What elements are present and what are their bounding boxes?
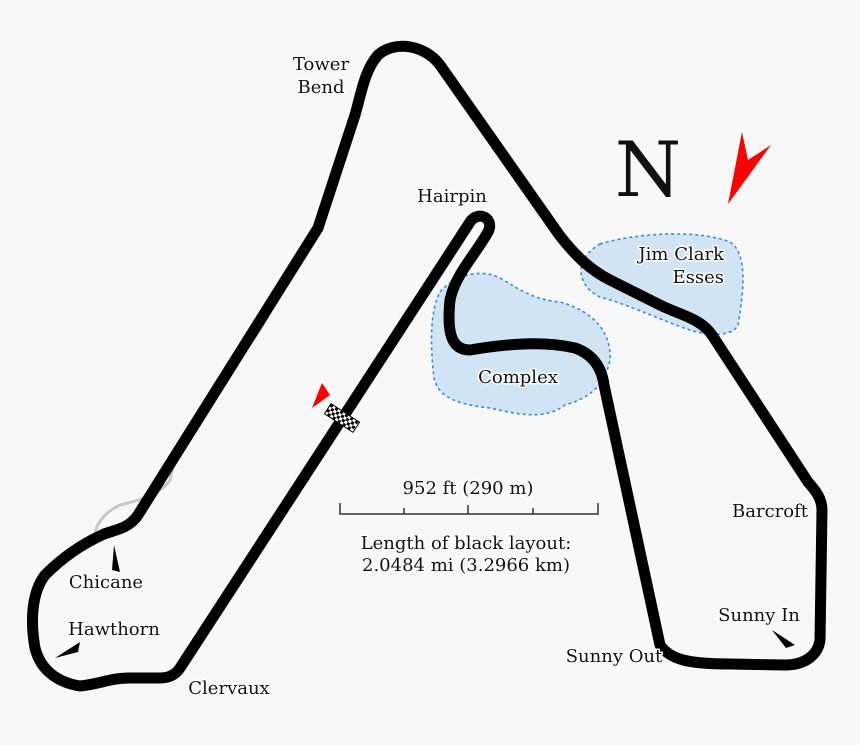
scale-bar [339,503,599,515]
sunny-in-label: Sunny In [718,605,800,626]
barcroft-label: Barcroft [732,501,809,522]
hawthorn-marker-icon [55,642,80,658]
chicane-marker-icon [112,545,120,572]
complex-label: Complex [478,367,558,388]
chicane-label: Chicane [69,572,143,593]
start-finish-line [323,403,361,433]
length-title: Length of black layout: [361,533,572,554]
scale-label: 952 ft (290 m) [403,478,534,499]
alternate-track [93,227,320,533]
sunny-out-label: Sunny Out [566,646,663,667]
direction-flag-icon [312,383,330,408]
sunny-in-marker-icon [772,630,795,648]
hawthorn-label: Hawthorn [68,619,160,640]
clervaux-label: Clervaux [188,678,269,699]
north-arrow-icon [728,132,771,204]
length-value: 2.0484 mi (3.2966 km) [362,555,570,576]
main-track [26,40,828,692]
north-label: N [615,125,682,214]
hairpin-label: Hairpin [417,186,487,207]
jim-clark-esses-zone [580,233,744,336]
